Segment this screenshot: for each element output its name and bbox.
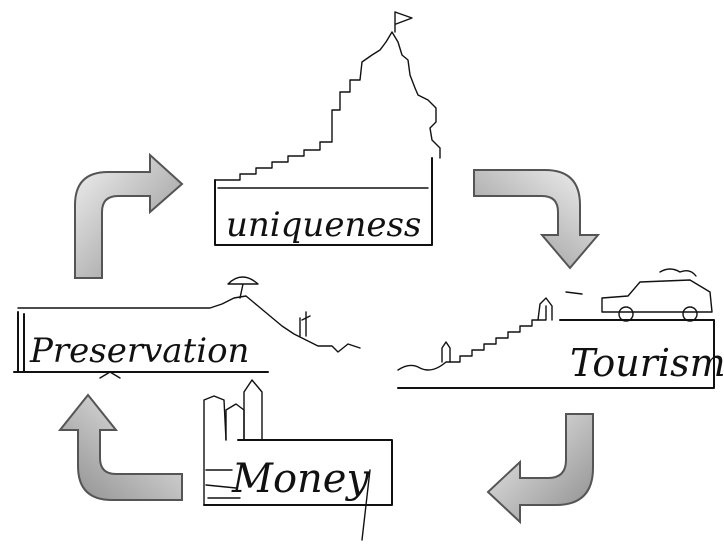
- arrow-money-to-preservation: [57, 393, 183, 501]
- tourism-node: Tourism: [397, 268, 724, 389]
- preservation-sketch: [13, 276, 361, 379]
- money-label: Money: [231, 456, 370, 502]
- castle-sketch: [214, 11, 441, 246]
- money-sketch: [203, 379, 393, 541]
- uniqueness-label: uniqueness: [226, 205, 421, 245]
- money-node: Money: [203, 379, 393, 541]
- tourism-sketch: [397, 291, 715, 389]
- arrow-tourism-to-money: [486, 413, 594, 525]
- car-icon: [601, 268, 713, 322]
- arrow-preservation-to-uniqueness: [74, 152, 184, 279]
- preservation-node: Preservation: [13, 276, 361, 379]
- arrow-uniqueness-to-tourism: [473, 169, 601, 270]
- tourism-label: Tourism: [570, 341, 724, 385]
- preservation-label: Preservation: [29, 331, 249, 371]
- uniqueness-node: uniqueness: [214, 11, 441, 246]
